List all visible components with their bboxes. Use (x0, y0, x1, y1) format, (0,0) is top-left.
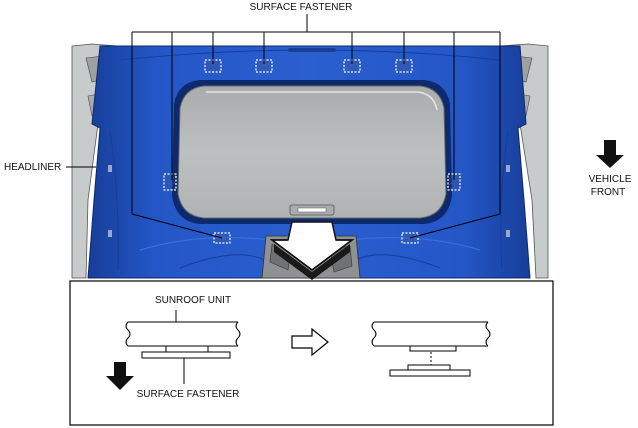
vehicle-front-arrow (596, 140, 624, 168)
transition-arrow (291, 327, 329, 357)
headliner-illustration (66, 14, 624, 280)
surface-fastener-label-top: SURFACE FASTENER (250, 2, 353, 13)
sunroof-glass (177, 85, 447, 219)
vehicle-front-label-line2: FRONT (591, 187, 625, 198)
surface-fastener-leaders (131, 14, 501, 239)
vehicle-front-label-line1: VEHICLE (589, 174, 632, 185)
sunroof-unit-label: SUNROOF UNIT (155, 295, 231, 306)
cross-section-detached (371, 321, 491, 377)
cross-section-attached (125, 310, 241, 384)
headliner-label: HEADLINER (4, 162, 61, 173)
pull-direction-arrow (106, 362, 134, 390)
surface-fastener-label-bottom: SURFACE FASTENER (137, 389, 240, 400)
detail-box (69, 280, 554, 426)
